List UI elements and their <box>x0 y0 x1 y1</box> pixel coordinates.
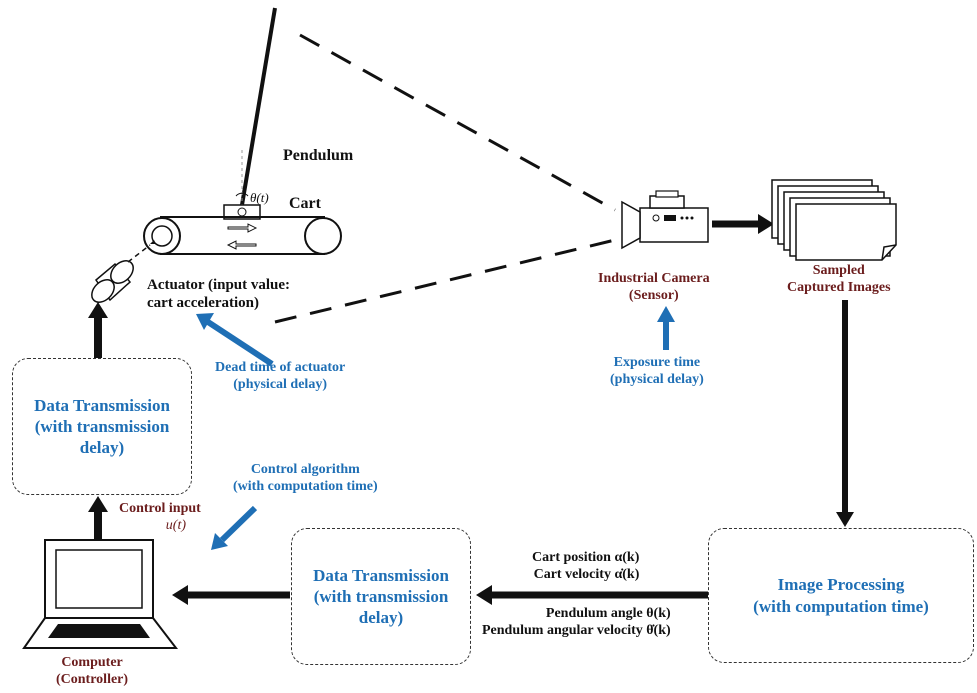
data-transmission-box-bottom: Data Transmission (with transmission del… <box>291 528 471 665</box>
control-algorithm-label-line1: Control algorithm <box>250 462 360 477</box>
computer-label-line1: Computer <box>61 655 123 670</box>
camera-label: Industrial Camera (Sensor) <box>598 271 710 305</box>
dead-time-label: Dead time of actuator (physical delay) <box>215 360 345 394</box>
actuator-label-line1: Actuator (input value: <box>147 277 291 293</box>
computer-label-line2: (Controller) <box>56 671 129 687</box>
dead-time-label-line2: (physical delay) <box>233 376 327 392</box>
pendulum-rod <box>240 7 277 206</box>
theta-label: θ(t) <box>250 190 269 205</box>
theta-arc <box>235 192 249 197</box>
computer-laptop <box>22 539 179 649</box>
control-input-label-line1: Control input <box>119 501 201 516</box>
pendulum-angle-label: Pendulum angle θ(k) <box>545 606 671 621</box>
pendulum-signals-label: Pendulum angle θ(k) Pendulum angular vel… <box>482 606 671 640</box>
pendulum-angular-velocity-label: Pendulum angular velocity θ̇(k) <box>482 622 671 638</box>
actuator-label: Actuator (input value: cart acceleration… <box>147 276 290 312</box>
sampled-images-label-line1: Sampled <box>812 263 865 278</box>
data-transmission-top-text: Data Transmission (with transmission del… <box>34 395 170 458</box>
cart-conveyor <box>143 204 342 255</box>
control-algorithm-label: Control algorithm (with computation time… <box>233 462 378 496</box>
image-processing-box: Image Processing (with computation time) <box>708 528 974 663</box>
cart-position-label: Cart position α(k) <box>532 550 640 565</box>
data-transmission-bottom-text: Data Transmission (with transmission del… <box>313 565 449 628</box>
camera-label-line2: (Sensor) <box>628 287 679 303</box>
cart-signals-label: Cart position α(k) Cart velocity α̇(k) <box>532 550 639 584</box>
camera-view-line-bottom <box>274 238 616 324</box>
control-input-label-line2: u(t) <box>165 517 187 533</box>
sampled-images-stack <box>771 179 897 261</box>
camera-label-line1: Industrial Camera <box>598 271 710 286</box>
sampled-images-label: Sampled Captured Images <box>787 263 891 297</box>
arrow-dead-time <box>206 319 274 367</box>
image-processing-text: Image Processing (with computation time) <box>753 575 929 616</box>
pendulum-label: Pendulum <box>283 147 354 164</box>
exposure-time-label: Exposure time (physical delay) <box>610 355 704 389</box>
industrial-camera <box>621 190 709 250</box>
sampled-images-label-line2: Captured Images <box>787 279 891 295</box>
actuator-motor <box>91 260 134 303</box>
arrow-control-algorithm <box>219 505 258 543</box>
control-input-label: Control input u(t) <box>119 501 201 535</box>
cart-velocity-label: Cart velocity α̇(k) <box>533 566 640 582</box>
actuator-link-dashed <box>127 244 151 263</box>
exposure-time-label-line2: (physical delay) <box>610 371 704 387</box>
control-algorithm-label-line2: (with computation time) <box>233 478 378 494</box>
camera-view-line-top <box>299 33 616 212</box>
cart-label: Cart <box>289 195 321 212</box>
data-transmission-box-top: Data Transmission (with transmission del… <box>12 358 192 495</box>
computer-label: Computer (Controller) <box>56 655 128 689</box>
dead-time-label-line1: Dead time of actuator <box>215 360 346 375</box>
actuator-label-line2: cart acceleration) <box>147 295 260 311</box>
exposure-time-label-line1: Exposure time <box>613 355 701 370</box>
